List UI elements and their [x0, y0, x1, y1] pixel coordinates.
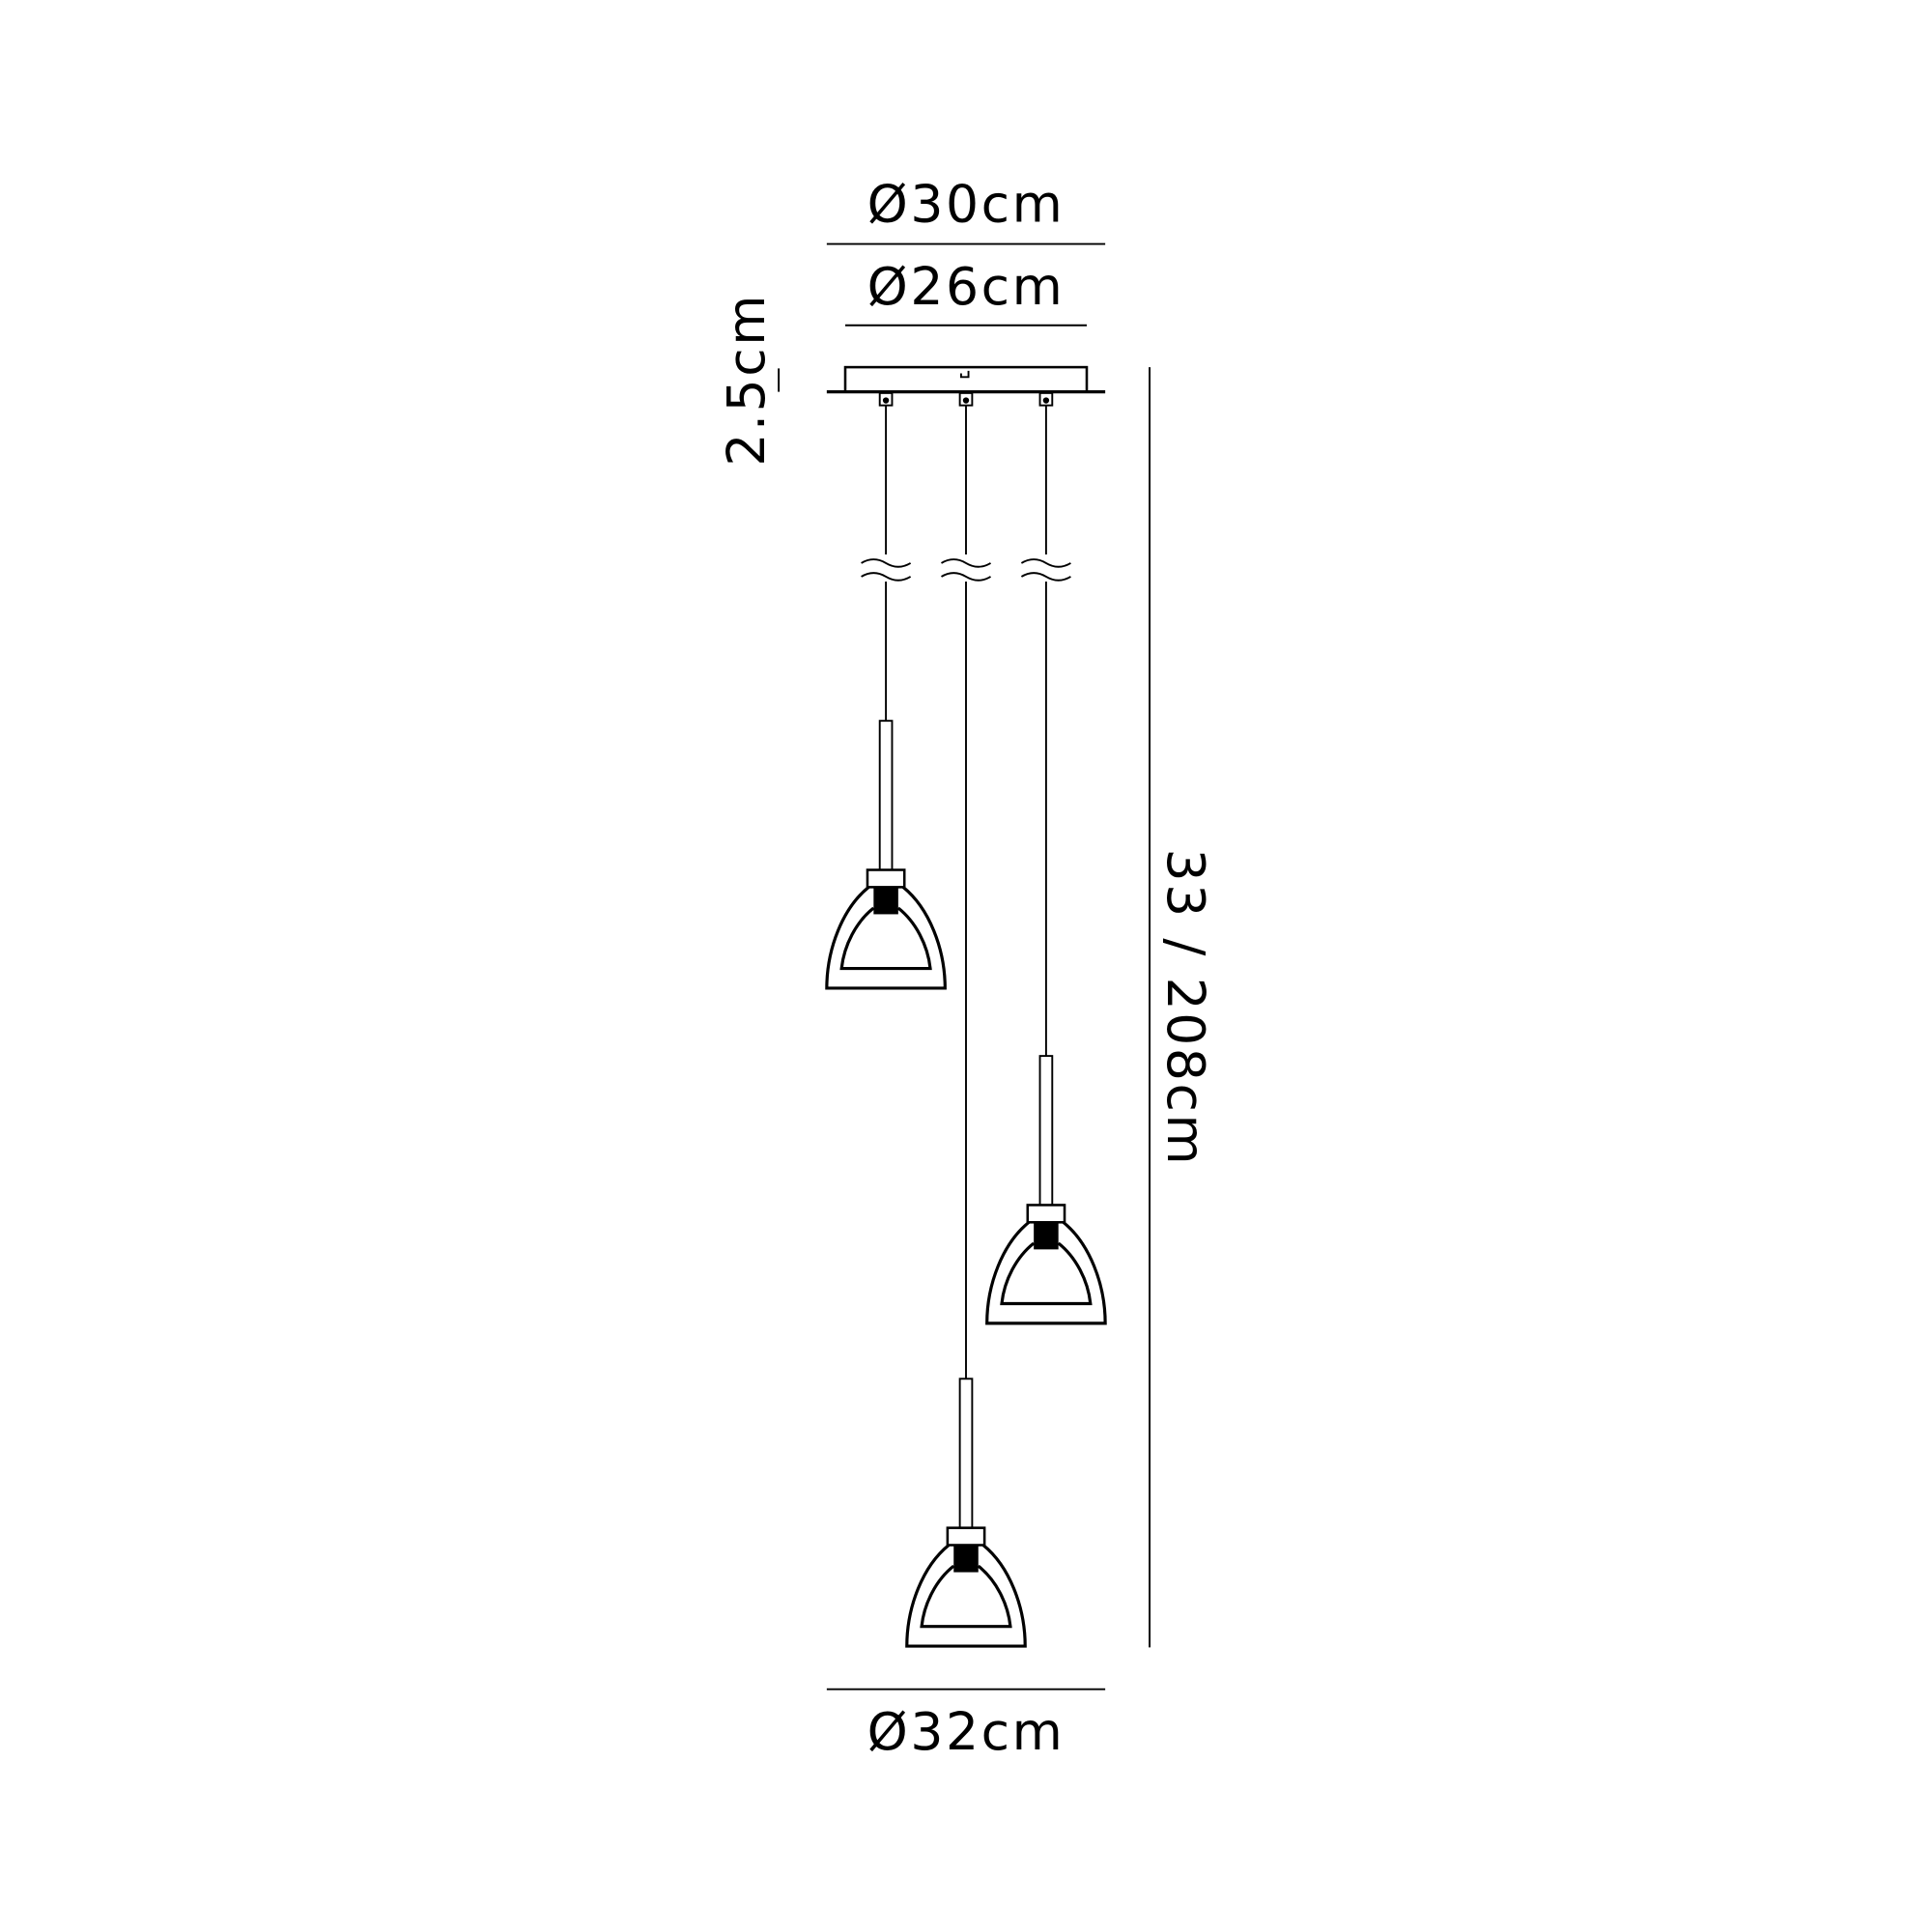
pendant-shade-3: [905, 1377, 1027, 1648]
dimension-drop-height: 33 / 208cm: [1149, 367, 1216, 1648]
cable-grips: [878, 391, 1054, 407]
label-canopy-outer: Ø30cm: [867, 174, 1065, 235]
pendant-shade-2: [985, 1054, 1107, 1325]
label-canopy-inner: Ø26cm: [867, 256, 1065, 317]
dimension-overall-width: Ø32cm: [826, 1688, 1106, 1762]
pendant-shade-1: [825, 719, 947, 990]
label-overall-width: Ø32cm: [867, 1701, 1065, 1762]
label-canopy-height: 2.5cm: [716, 293, 777, 467]
ceiling-canopy: [826, 365, 1106, 407]
break-symbols: [861, 558, 1071, 582]
dimension-canopy-outer: Ø30cm: [826, 174, 1106, 245]
dimension-canopy-height: 2.5cm: [716, 293, 781, 467]
suspension-cables: [856, 405, 1076, 1379]
label-drop-height: 33 / 208cm: [1155, 849, 1216, 1168]
dimension-canopy-inner: Ø26cm: [845, 256, 1087, 327]
